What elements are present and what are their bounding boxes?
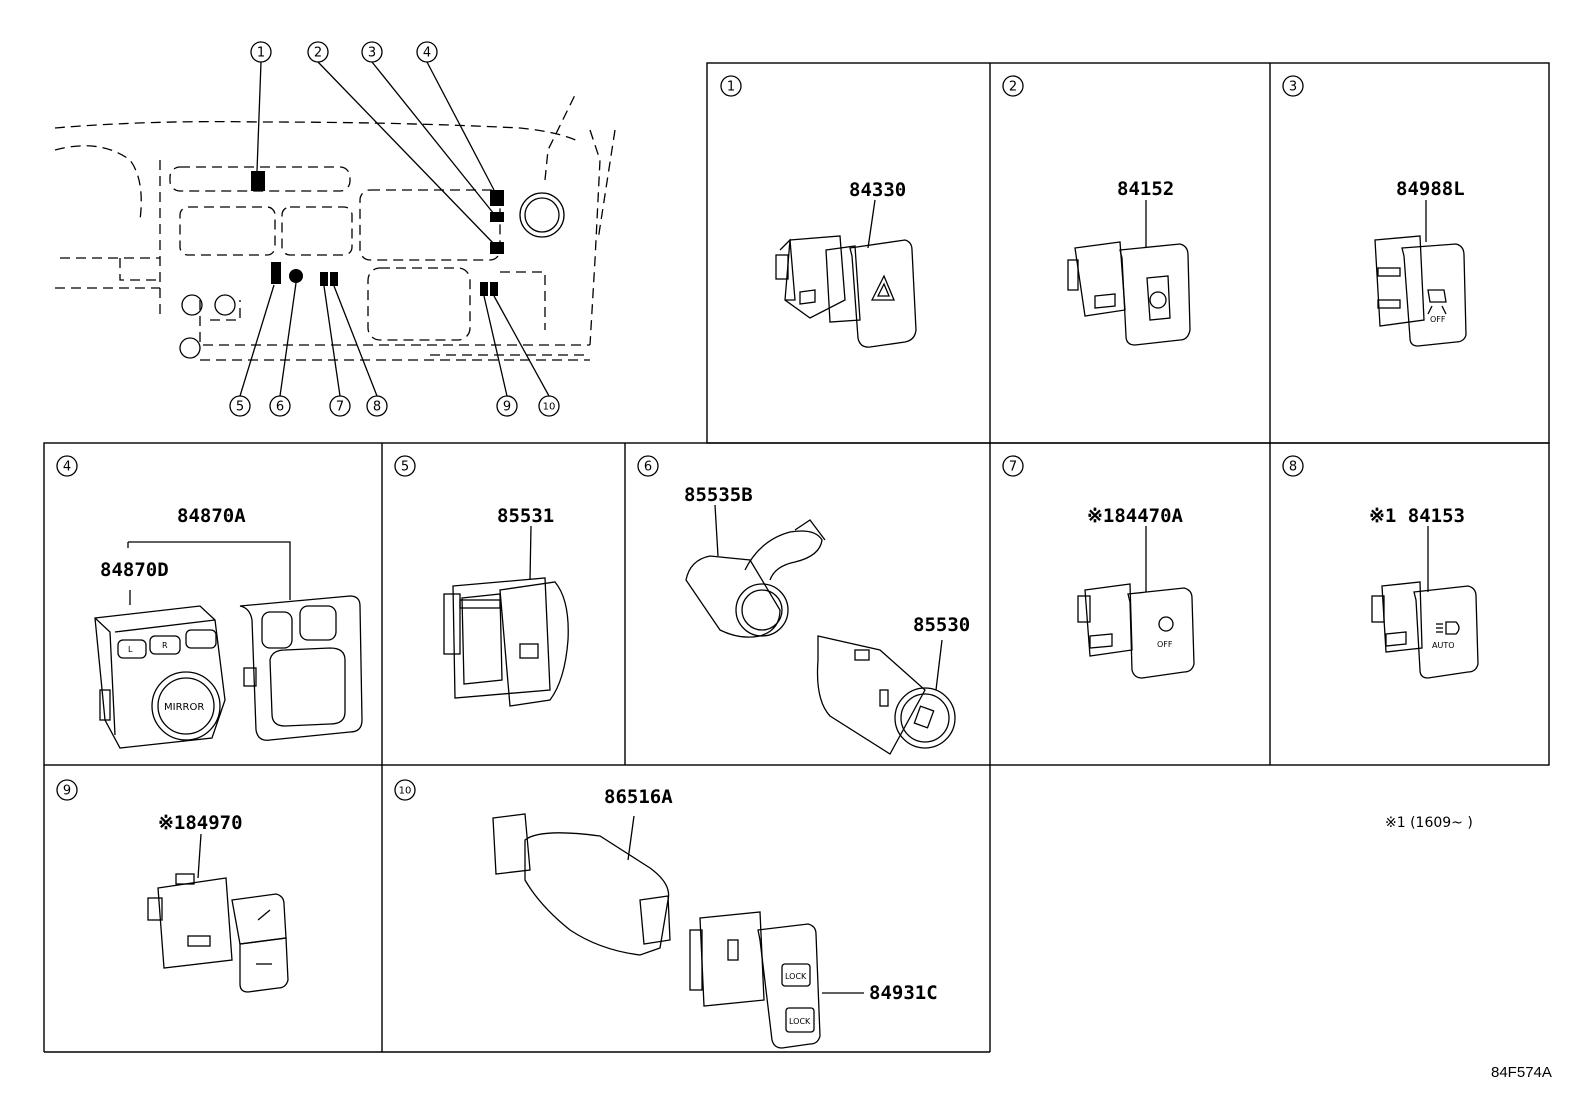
socket-85530-drawing bbox=[816, 635, 956, 755]
part-number-85530: 85530 bbox=[913, 614, 970, 636]
overview-callout-9: 9 bbox=[503, 400, 511, 415]
switch-84470A-drawing bbox=[1077, 526, 1195, 679]
part-number-84330: 84330 bbox=[849, 179, 906, 201]
switch-84970-drawing bbox=[147, 833, 289, 993]
panel-number-6: 6 bbox=[644, 460, 652, 475]
panel-number-9: 9 bbox=[63, 784, 71, 799]
part-number-84970: ※184970 bbox=[158, 812, 243, 834]
panel-number-7: 7 bbox=[1009, 460, 1017, 475]
overview-callout-8: 8 bbox=[373, 400, 381, 415]
overview-callout-numbers: 1 2 3 4 5 6 7 8 9 10 bbox=[236, 46, 556, 415]
mirror-left-label: L bbox=[128, 645, 133, 654]
panel-number-8: 8 bbox=[1289, 460, 1297, 475]
mirror-label: MIRROR bbox=[164, 702, 204, 713]
socket-85535B-drawing bbox=[685, 504, 826, 638]
part-number-86516A: 86516A bbox=[604, 786, 673, 808]
part-number-84870D: 84870D bbox=[100, 559, 169, 581]
panel-number-1: 1 bbox=[727, 80, 735, 95]
overview-callout-4: 4 bbox=[423, 46, 431, 61]
diagram-code: 84F574A bbox=[1491, 1064, 1552, 1081]
switch-face-labels: MIRROR L R OFF AUTO OFF LOCK LOCK bbox=[128, 315, 1455, 1026]
dashboard-overview bbox=[54, 41, 616, 417]
switch-84152-drawing bbox=[1067, 200, 1191, 346]
switch-84931C-drawing bbox=[689, 911, 864, 1049]
panel-number-2: 2 bbox=[1009, 80, 1017, 95]
socket-85531-drawing bbox=[443, 525, 569, 707]
overview-callout-3: 3 bbox=[368, 46, 376, 61]
lock-label-bottom: LOCK bbox=[789, 1017, 811, 1026]
mirror-switch-drawing bbox=[94, 541, 363, 749]
panel-number-10: 10 bbox=[399, 786, 412, 797]
overview-callout-7: 7 bbox=[336, 400, 344, 415]
part-number-84470A: ※184470A bbox=[1087, 505, 1184, 527]
part-number-85531: 85531 bbox=[497, 505, 554, 527]
part-numbers: 84330 84152 84988L 84870A 84870D 85531 8… bbox=[100, 178, 1465, 1004]
mirror-right-label: R bbox=[162, 641, 168, 650]
off-label: OFF bbox=[1430, 315, 1446, 324]
overview-callout-6: 6 bbox=[276, 400, 284, 415]
panel-number-3: 3 bbox=[1289, 80, 1297, 95]
panel-number-circles bbox=[56, 75, 1304, 801]
panel-number-5: 5 bbox=[401, 460, 409, 475]
part-number-84931C: 84931C bbox=[869, 982, 938, 1004]
footnote: ※1 (1609~ ) bbox=[1385, 815, 1473, 831]
panel-number-4: 4 bbox=[63, 460, 71, 475]
part-number-84153: ※1 84153 bbox=[1369, 505, 1465, 527]
overview-callout-1: 1 bbox=[257, 46, 265, 61]
switch-84988L-drawing bbox=[1374, 200, 1467, 347]
part-number-84152: 84152 bbox=[1117, 178, 1174, 200]
auto-label: AUTO bbox=[1432, 641, 1455, 650]
panel-numbers: 1 2 3 4 5 6 7 8 9 10 bbox=[63, 80, 1297, 799]
overview-callout-10: 10 bbox=[543, 402, 556, 413]
part-number-84988L: 84988L bbox=[1396, 178, 1465, 200]
part-number-85535B: 85535B bbox=[684, 484, 753, 506]
lock-label-top: LOCK bbox=[785, 972, 807, 981]
part-number-84870A: 84870A bbox=[177, 505, 246, 527]
part-86516A-drawing bbox=[492, 813, 671, 956]
overview-callout-2: 2 bbox=[314, 46, 322, 61]
panel-grid bbox=[43, 62, 1550, 1053]
switch-84153-drawing bbox=[1371, 526, 1479, 679]
a-off-label: OFF bbox=[1157, 640, 1173, 649]
overview-callout-5: 5 bbox=[236, 400, 244, 415]
hazard-switch-drawing bbox=[775, 199, 917, 348]
